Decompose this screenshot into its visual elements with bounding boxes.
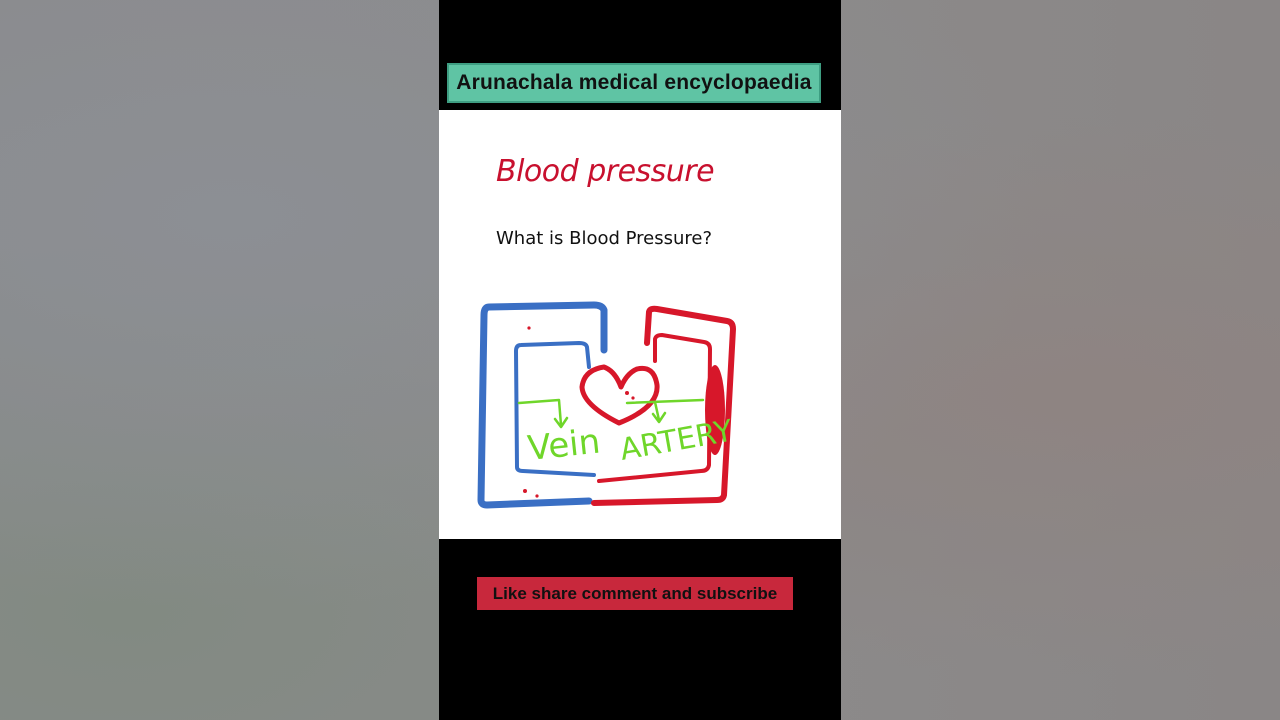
artery-clot	[705, 365, 725, 455]
short-video-frame[interactable]: Arunachala medical encyclopaedia Blood p…	[439, 0, 841, 720]
vein-arrow	[517, 398, 569, 429]
heart-shape	[579, 364, 660, 426]
channel-name-banner: Arunachala medical encyclopaedia	[447, 63, 821, 103]
slide-title: Blood pressure	[496, 154, 715, 189]
artery-arrow	[625, 398, 705, 424]
lecture-slide: Blood pressure What is Blood Pressure?	[439, 110, 841, 539]
red-dot	[535, 494, 539, 498]
subscribe-cta-text: Like share comment and subscribe	[492, 583, 778, 603]
subscribe-cta-banner: Like share comment and subscribe	[477, 577, 793, 610]
vein-outer-path	[477, 301, 608, 509]
heart-circulation-diagram: Vein ARTERY	[477, 301, 736, 509]
red-dot	[527, 326, 531, 330]
red-dot	[631, 396, 635, 400]
vein-inner-path	[514, 341, 596, 477]
artery-inner-path	[597, 333, 712, 483]
vein-label: Vein	[526, 422, 602, 469]
slide-question: What is Blood Pressure?	[496, 228, 713, 249]
red-dot	[625, 391, 629, 395]
channel-name: Arunachala medical encyclopaedia	[456, 71, 812, 94]
artery-outer-path	[591, 305, 736, 506]
red-dot	[523, 489, 527, 493]
artery-label: ARTERY	[617, 414, 736, 468]
